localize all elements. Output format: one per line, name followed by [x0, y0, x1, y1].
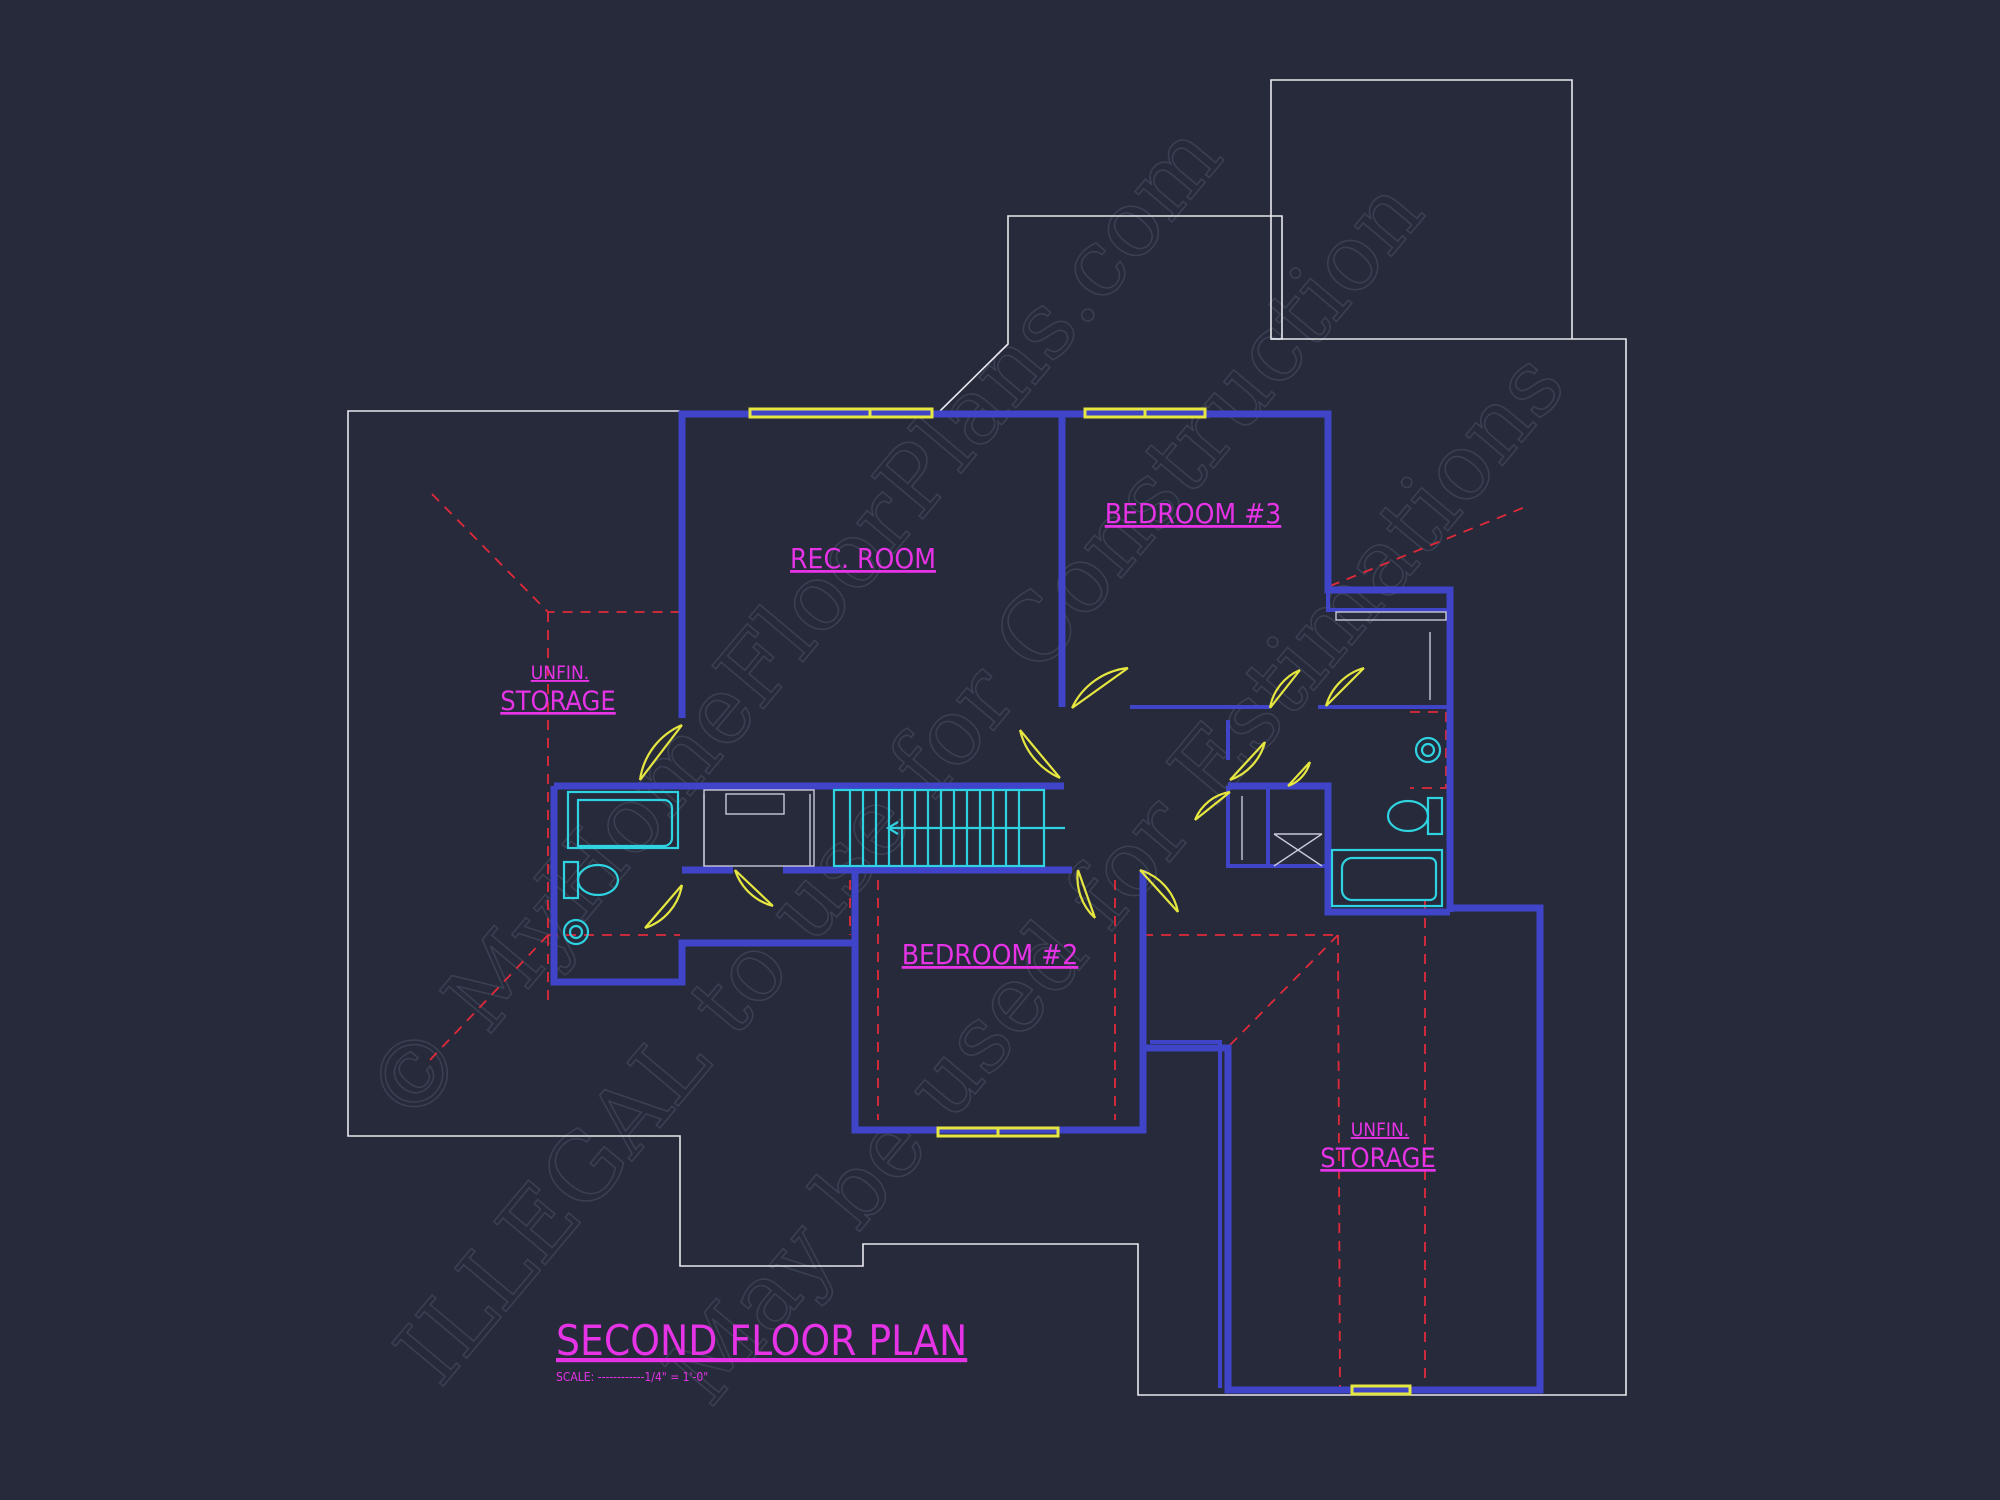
room-labels: REC. ROOM BEDROOM #3 BEDROOM #2 UNFIN. S… [500, 497, 1435, 1174]
label-bedroom-2: BEDROOM #2 [902, 938, 1079, 971]
stairs [832, 788, 1065, 868]
label-unfin-left-line1: UNFIN. [531, 662, 589, 684]
plumbing-fixtures [562, 736, 1444, 946]
label-bedroom-3: BEDROOM #3 [1105, 497, 1282, 530]
plan-scale: SCALE: ------------1/4" = 1'-0" [556, 1370, 708, 1384]
label-unfin-right-line1: UNFIN. [1351, 1119, 1409, 1141]
cabinetry [703, 611, 1447, 867]
watermark-line2: ILLEGAL to use for Construction [375, 159, 1444, 1404]
plan-title-block: SECOND FLOOR PLAN SCALE: ------------1/4… [556, 1316, 967, 1384]
watermark: © MyHomeFloorPlans.com ILLEGAL to use fo… [344, 103, 1586, 1425]
windows [748, 407, 1412, 1396]
roof-outline [347, 79, 1627, 1396]
doors [638, 666, 1365, 930]
label-unfin-left-line2: STORAGE [500, 686, 615, 717]
label-rec-room: REC. ROOM [790, 542, 936, 575]
label-unfin-right-line2: STORAGE [1320, 1143, 1435, 1174]
walls [550, 410, 1544, 1394]
plan-title: SECOND FLOOR PLAN [556, 1316, 967, 1365]
